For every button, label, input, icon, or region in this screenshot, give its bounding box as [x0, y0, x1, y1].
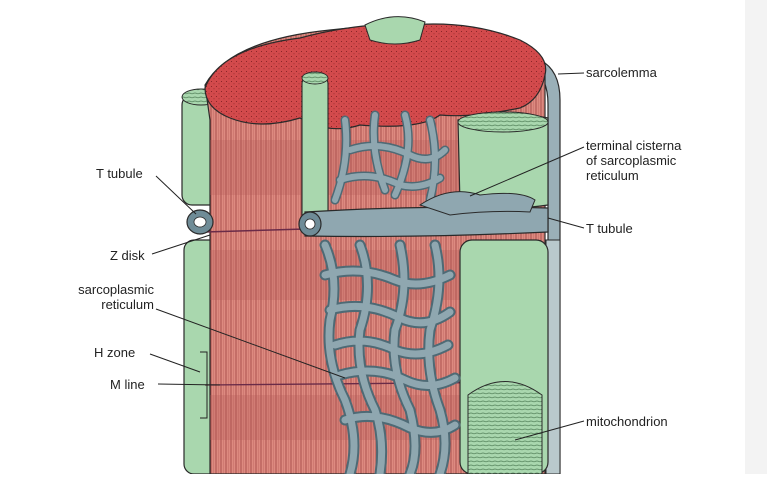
- t-tubule-system: [186, 191, 549, 238]
- label-sarcolemma: sarcolemma: [586, 65, 657, 80]
- leader-z-disk: [151, 234, 211, 255]
- label-terminal-cisterna: terminal cisterna of sarcoplasmic reticu…: [586, 138, 681, 183]
- label-sarcoplasmic-reticulum-line1: sarcoplasmic: [78, 282, 154, 297]
- label-m-line: M line: [110, 377, 145, 392]
- label-sarcoplasmic-reticulum: sarcoplasmic reticulum: [58, 282, 154, 312]
- leader-sarcolemma: [557, 72, 585, 75]
- page-edge-shade: [745, 0, 767, 474]
- leader-h-zone: [149, 353, 201, 373]
- leader-terminal-cisterna: [469, 146, 585, 197]
- myofibril-top-face: [204, 23, 547, 130]
- leader-m-line: [157, 383, 221, 386]
- leader-t-tubule-left: [155, 175, 197, 215]
- mitochondrion-cristae: [467, 381, 543, 475]
- terminal-cisterna-shape: [418, 191, 536, 216]
- sarcoplasmic-reticulum-network: [319, 110, 461, 479]
- label-terminal-cisterna-line3: reticulum: [586, 168, 639, 183]
- leader-sarcoplasmic-reticulum: [155, 308, 346, 379]
- leader-t-tubule-right: [547, 217, 585, 229]
- label-h-zone: H zone: [94, 345, 136, 360]
- leader-mitochondrion: [514, 420, 585, 441]
- right-mitochondria-block: [457, 111, 549, 475]
- label-mitochondrion: mitochondrion: [586, 414, 668, 429]
- label-t-tubule-left: T tubule: [96, 166, 143, 181]
- center-mitochondria: [301, 71, 329, 226]
- label-terminal-cisterna-line1: terminal cisterna: [586, 138, 682, 153]
- label-z-disk: Z disk: [110, 248, 145, 263]
- label-t-tubule-right: T tubule: [586, 221, 633, 236]
- label-terminal-cisterna-line2: of sarcoplasmic: [586, 153, 677, 168]
- label-sarcoplasmic-reticulum-line2: reticulum: [101, 297, 154, 312]
- top-face-mito-bump: [364, 16, 426, 45]
- leader-lines: [149, 72, 585, 441]
